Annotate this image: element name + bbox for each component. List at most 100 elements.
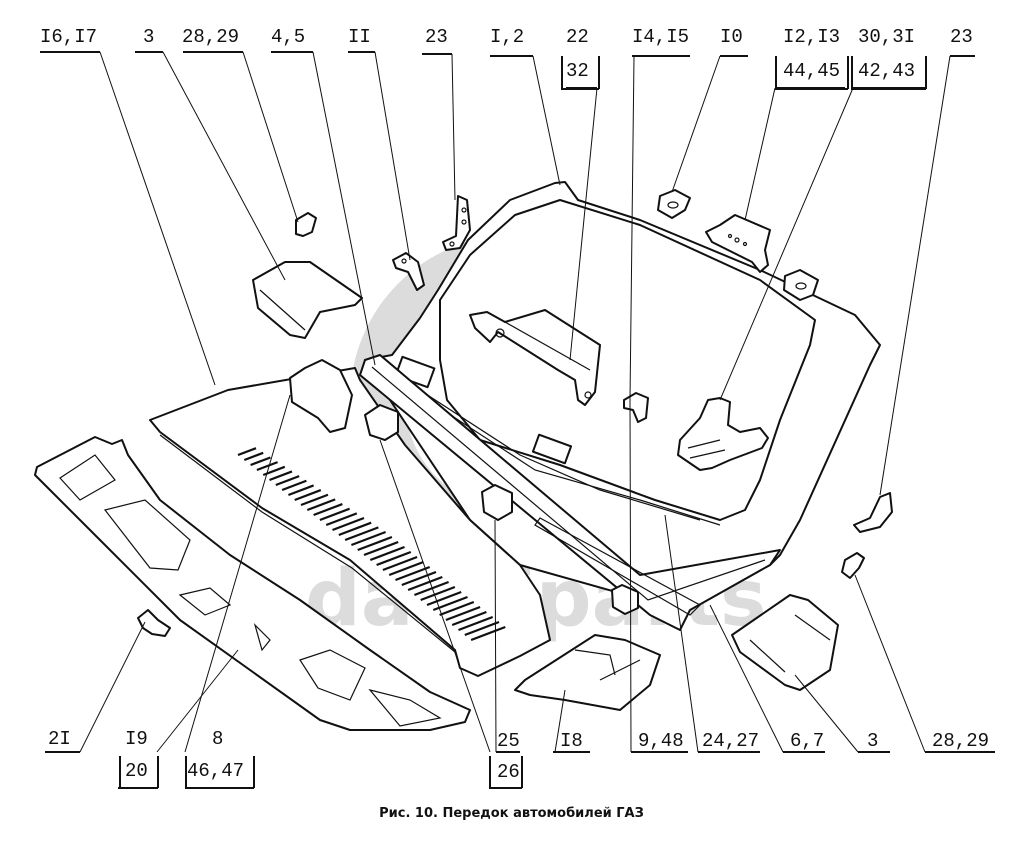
cover-18-part bbox=[514, 634, 661, 711]
label-11: II bbox=[348, 26, 371, 48]
louver-slot bbox=[281, 479, 307, 492]
hinge-12-part bbox=[705, 214, 771, 273]
louver-slot bbox=[470, 625, 506, 642]
top-labels: I6,I7 3 28,29 4,5 II 23 I,2 22 32 I4,I5 … bbox=[40, 26, 973, 82]
label-6-7: 6,7 bbox=[790, 730, 824, 752]
louver-slot bbox=[357, 535, 393, 552]
louver-slot bbox=[269, 470, 293, 482]
louver-slot bbox=[426, 590, 462, 607]
louver-slot bbox=[369, 545, 405, 562]
louver-slot bbox=[237, 447, 257, 457]
cushion-25-part bbox=[364, 404, 639, 615]
pad-10b-part bbox=[783, 269, 819, 301]
callout-leader-line bbox=[379, 439, 491, 753]
label-19: I9 bbox=[125, 728, 148, 750]
callout-leader-line bbox=[671, 55, 721, 193]
label-46-47-boxed: 46,47 bbox=[187, 760, 244, 782]
louver-slot bbox=[306, 498, 336, 512]
callout-leader-line bbox=[854, 574, 926, 753]
louver-slot bbox=[288, 484, 314, 497]
label-20-boxed: 20 bbox=[125, 760, 148, 782]
louver-slot bbox=[332, 517, 365, 532]
pad-3-left-part bbox=[252, 261, 363, 339]
label-14-15: I4,I5 bbox=[632, 26, 689, 48]
label-23-left: 23 bbox=[425, 26, 448, 48]
label-24-27: 24,27 bbox=[702, 730, 759, 752]
callout-leader-line bbox=[184, 394, 291, 753]
callout-box bbox=[185, 756, 255, 789]
label-30-31: 30,3I bbox=[858, 26, 915, 48]
louver-slot bbox=[250, 456, 271, 467]
label-10: I0 bbox=[720, 26, 743, 48]
label-1-2: I,2 bbox=[490, 26, 524, 48]
callout-leader-line bbox=[374, 51, 411, 261]
label-42-43-boxed: 42,43 bbox=[858, 60, 915, 82]
label-28-29-top: 28,29 bbox=[182, 26, 239, 48]
label-9-48: 9,48 bbox=[638, 730, 684, 752]
bracket-23-left-part bbox=[442, 195, 471, 251]
callout-leader-line bbox=[162, 51, 286, 281]
louver-slot bbox=[351, 530, 386, 547]
callout-leader-line bbox=[451, 53, 456, 201]
louver-slot bbox=[445, 605, 481, 622]
callout-box bbox=[561, 56, 600, 90]
louver-slot bbox=[325, 512, 358, 527]
callout-leader-line bbox=[879, 55, 951, 496]
label-26-boxed: 26 bbox=[497, 761, 520, 783]
louver-slot bbox=[414, 580, 449, 597]
bracket-21-part bbox=[137, 609, 171, 637]
bracket-11-part bbox=[392, 252, 425, 291]
callout-box bbox=[489, 756, 523, 789]
callout-box bbox=[119, 756, 159, 789]
dash-panel-part bbox=[34, 436, 471, 731]
label-8: 8 bbox=[212, 728, 223, 750]
louver-slot bbox=[243, 451, 264, 462]
callout-leader-line bbox=[79, 621, 146, 753]
clip-28-left-part bbox=[295, 212, 317, 237]
louver-slot bbox=[300, 493, 329, 507]
label-4-5: 4,5 bbox=[271, 26, 305, 48]
pad-3-right-part bbox=[731, 594, 839, 691]
label-28-29-bottom: 28,29 bbox=[932, 730, 989, 752]
bracket-23-right-part bbox=[853, 492, 893, 533]
callout-leader-line bbox=[709, 604, 784, 753]
cowl-grille-part bbox=[149, 367, 551, 677]
callout-box bbox=[851, 56, 927, 90]
louver-slot bbox=[439, 600, 475, 617]
louver-slot bbox=[395, 565, 431, 582]
pad-10-part bbox=[657, 189, 691, 219]
louver-slot bbox=[294, 489, 322, 502]
label-22: 22 bbox=[566, 26, 589, 48]
louver-slot bbox=[407, 575, 443, 592]
louver-slot bbox=[275, 475, 300, 487]
louver-slot bbox=[256, 461, 278, 472]
louver-slot bbox=[376, 550, 412, 567]
callout-leader-line bbox=[156, 649, 239, 753]
callout-leader-line bbox=[629, 399, 632, 753]
label-21: 2I bbox=[48, 728, 71, 750]
louver-slot bbox=[451, 610, 487, 627]
figure-caption: Рис. 10. Передок автомобилей ГАЗ bbox=[379, 806, 644, 821]
callout-leader-line bbox=[719, 87, 854, 401]
label-44-45-boxed: 44,45 bbox=[783, 60, 840, 82]
callout-leader-line bbox=[99, 51, 216, 386]
louver-slot bbox=[363, 540, 399, 557]
bracket-4-part bbox=[289, 359, 353, 433]
callout-leader-line bbox=[242, 51, 299, 223]
louver-slot bbox=[458, 615, 494, 632]
louver-slot bbox=[313, 503, 343, 517]
louver-slot bbox=[420, 585, 456, 602]
label-3-bottom: 3 bbox=[867, 730, 878, 752]
label-12-13: I2,I3 bbox=[783, 26, 840, 48]
leader-lines bbox=[40, 51, 995, 789]
label-3-top: 3 bbox=[143, 26, 154, 48]
callout-leader-line bbox=[554, 689, 566, 753]
label-18: I8 bbox=[560, 730, 583, 752]
louver-slot bbox=[382, 555, 418, 572]
callout-leader-line bbox=[494, 519, 497, 753]
louver-slot bbox=[344, 526, 379, 542]
label-16-17: I6,I7 bbox=[40, 26, 97, 48]
louver-slot bbox=[388, 560, 424, 577]
callout-leader-line bbox=[794, 674, 859, 753]
